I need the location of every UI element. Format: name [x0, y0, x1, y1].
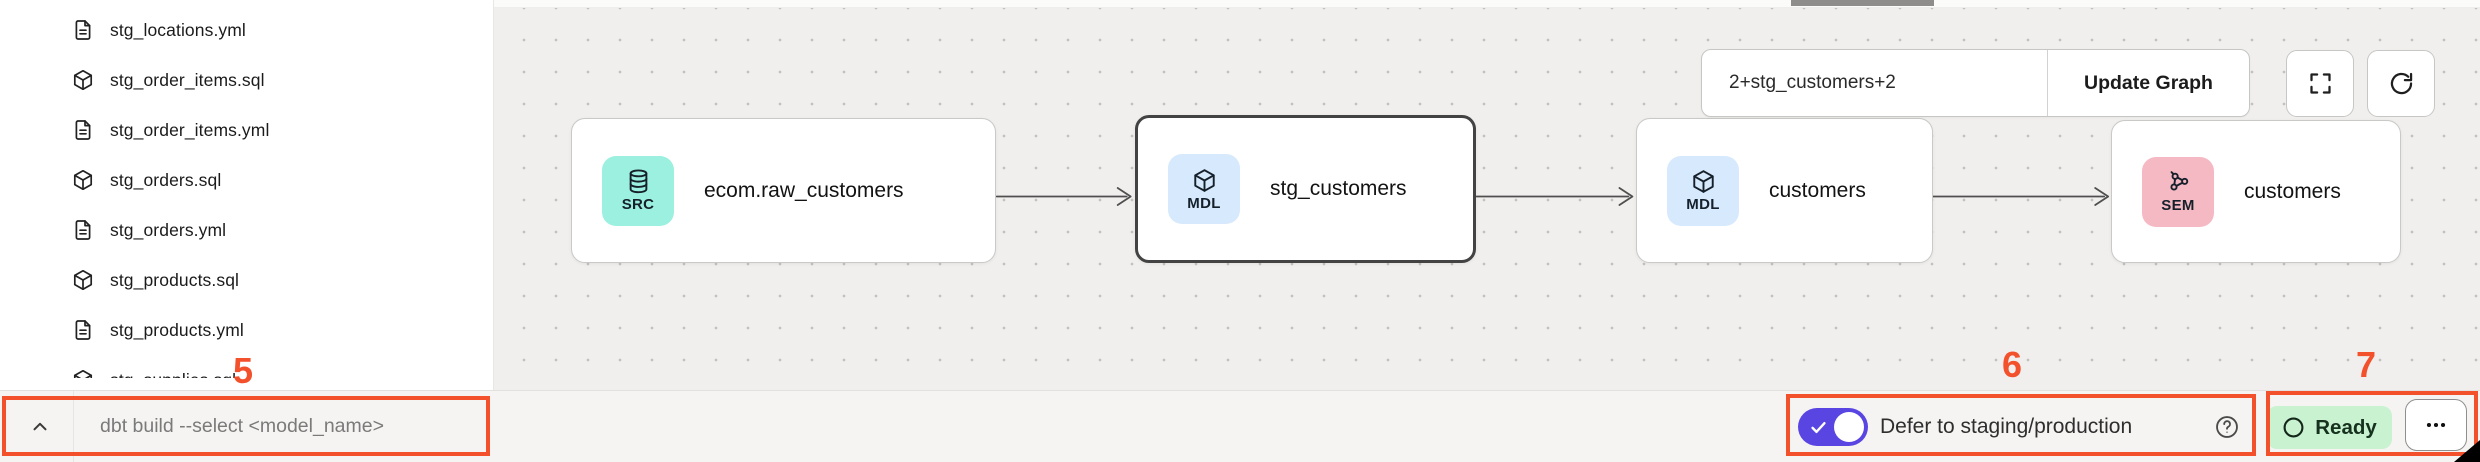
file-item-label: stg_order_items.sql [110, 69, 265, 90]
badge-label: MDL [1187, 194, 1221, 212]
cube-icon [73, 69, 93, 91]
database-icon [629, 169, 647, 194]
cube-icon [73, 269, 93, 291]
status-label: Ready [2315, 415, 2377, 439]
file-item-stg-orders-yml[interactable]: stg_orders.yml [0, 205, 493, 255]
semantic-badge: SEM [2142, 156, 2214, 227]
file-item-label: stg_orders.yml [110, 219, 227, 240]
command-bar: Defer to staging/production Ready [0, 390, 2480, 462]
file-item-stg-products-sql[interactable]: stg_products.sql [0, 255, 493, 305]
badge-label: SRC [621, 196, 655, 213]
toggle-knob [1834, 412, 1864, 442]
file-item-stg-locations-yml[interactable]: stg_locations.yml [0, 5, 493, 55]
file-item-label: stg_locations.yml [110, 19, 246, 40]
update-graph-button[interactable]: Update Graph [2048, 50, 2249, 116]
lineage-node-customers-model[interactable]: MDL customers [1636, 118, 1933, 263]
defer-toggle[interactable] [1798, 408, 1868, 446]
model-badge: MDL [1667, 155, 1739, 226]
collapse-panel-button[interactable] [20, 391, 60, 462]
file-item-label: stg_products.sql [110, 269, 240, 290]
status-badge[interactable]: Ready [2267, 406, 2392, 449]
file-item-label: stg_supplies.sql [110, 370, 236, 379]
node-title: stg_customers [1270, 177, 1407, 200]
defer-toggle-label: Defer to staging/production [1880, 414, 2133, 438]
file-item-label: stg_orders.sql [110, 169, 222, 190]
graph-selector-group: Update Graph [1701, 49, 2250, 117]
node-title: customers [2244, 179, 2341, 203]
ellipsis-icon [2426, 422, 2446, 428]
help-icon[interactable] [2214, 414, 2240, 440]
lineage-node-customers-semantic[interactable]: SEM customers [2111, 120, 2401, 263]
model-badge: MDL [1168, 154, 1240, 224]
cube-icon [73, 369, 93, 378]
dbt-command-input[interactable] [100, 391, 720, 462]
refresh-icon [2390, 72, 2412, 95]
canvas-top-strip [494, 0, 2480, 8]
lineage-node-stg-customers[interactable]: MDL stg_customers [1135, 115, 1476, 263]
badge-label: SEM [2161, 197, 2195, 214]
status-circle-icon [2283, 417, 2304, 438]
file-item-partial[interactable]: stg_supplies.sql [0, 355, 493, 378]
cube-icon [1193, 168, 1215, 192]
lineage-canvas[interactable]: SRC ecom.raw_customers MDL stg_customers… [493, 0, 2480, 390]
file-doc-icon [75, 220, 91, 240]
file-doc-icon [75, 20, 91, 40]
file-item-stg-orders-sql[interactable]: stg_orders.sql [0, 155, 493, 205]
file-item-stg-order-items-yml[interactable]: stg_order_items.yml [0, 105, 493, 155]
cube-icon [1692, 170, 1714, 193]
file-item-stg-order-items-sql[interactable]: stg_order_items.sql [0, 55, 493, 105]
file-doc-icon [75, 120, 91, 140]
network-icon [2169, 171, 2188, 191]
source-badge: SRC [602, 155, 674, 226]
file-doc-icon [75, 320, 91, 340]
file-item-label: stg_products.yml [110, 319, 244, 340]
fullscreen-icon [2309, 73, 2331, 94]
lineage-node-source-raw-customers[interactable]: SRC ecom.raw_customers [571, 118, 996, 263]
graph-selector-input[interactable] [1702, 50, 2048, 116]
horizontal-scrollbar[interactable] [1791, 0, 1934, 6]
refresh-button[interactable] [2367, 50, 2435, 117]
chevron-up-icon [33, 422, 47, 430]
node-title: ecom.raw_customers [704, 178, 904, 202]
badge-label: MDL [1686, 196, 1720, 213]
file-item-stg-products-yml[interactable]: stg_products.yml [0, 305, 493, 355]
cube-icon [73, 169, 93, 191]
file-item-label: stg_order_items.yml [110, 119, 270, 140]
check-icon [1811, 421, 1826, 433]
bar-divider [73, 391, 74, 462]
node-title: customers [1769, 178, 1866, 202]
overflow-menu-button[interactable] [2405, 399, 2467, 451]
fullscreen-button[interactable] [2286, 50, 2354, 117]
file-tree-sidebar: stg_locations.yml stg_order_items.sql st… [0, 0, 493, 378]
